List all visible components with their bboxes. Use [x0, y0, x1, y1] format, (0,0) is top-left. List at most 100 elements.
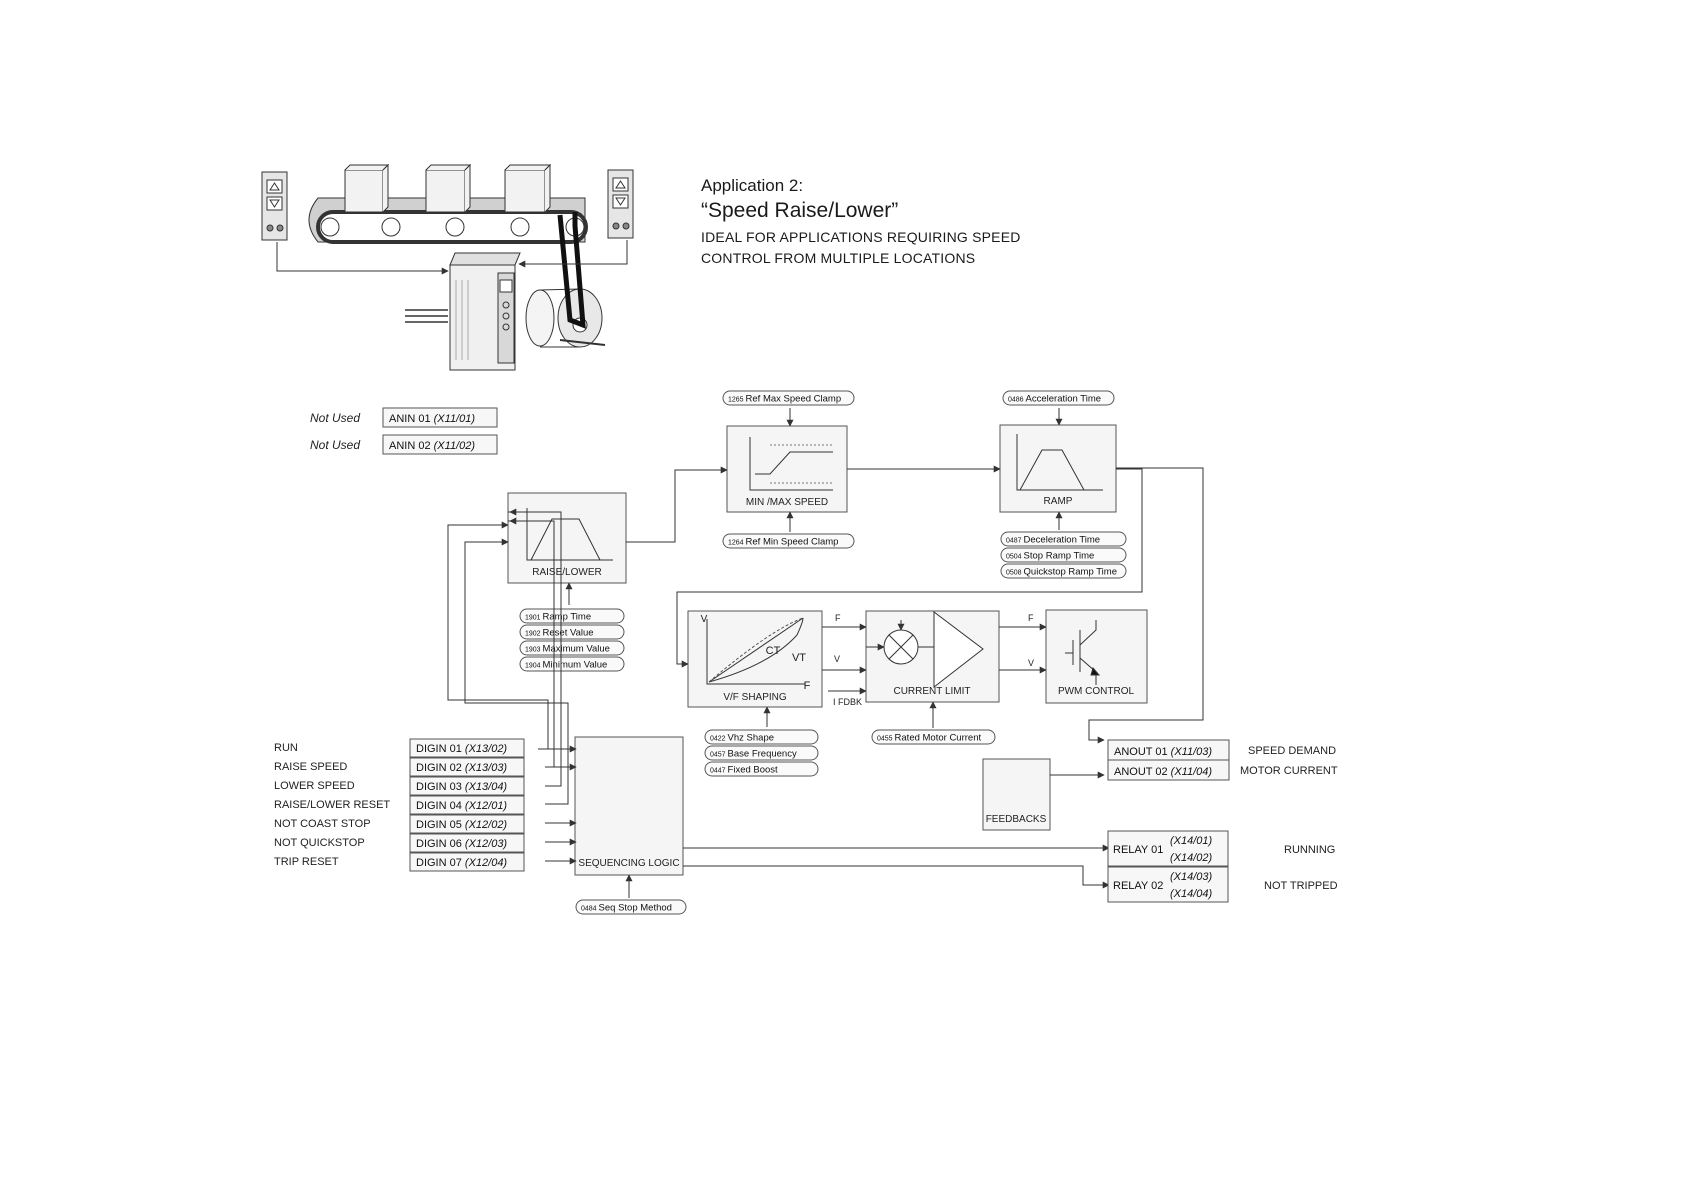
anout-1-terminal: (X11/03)	[1171, 746, 1213, 758]
svg-text:1901 Ramp Time: 1901 Ramp Time	[525, 612, 591, 623]
app-title: “Speed Raise/Lower”	[701, 199, 899, 222]
app-description-line-1: IDEAL FOR APPLICATIONS REQUIRING SPEED	[701, 229, 1021, 245]
param-raise-4-name: Minimum Value	[543, 660, 608, 671]
svg-text:0504 Stop Ramp Time: 0504 Stop Ramp Time	[1006, 551, 1094, 562]
param-vf-2-name: Base Frequency	[728, 749, 797, 760]
param-vf-1-name: Vhz Shape	[728, 733, 774, 744]
digin-label-1: RUN	[274, 742, 298, 754]
vf-ct-label: CT	[766, 645, 781, 657]
digin-5: DIGIN 05 (X12/02)	[409, 814, 525, 834]
param-acceleration-time: 0486 Acceleration Time	[1002, 390, 1115, 406]
digin-5-name: DIGIN 05	[416, 819, 465, 831]
raise-lower-label: RAISE/LOWER	[532, 567, 601, 578]
svg-text:DIGIN 07 (X12/04): DIGIN 07 (X12/04)	[416, 857, 507, 869]
anout-1: ANOUT 01 (X11/03)	[1107, 739, 1230, 761]
signal-v-1: V	[834, 654, 840, 664]
app-description-line-2: CONTROL FROM MULTIPLE LOCATIONS	[701, 250, 976, 266]
digin-2: DIGIN 02 (X13/03)	[409, 757, 525, 777]
relay-label-1: RUNNING	[1284, 844, 1335, 856]
digin-label-6: NOT QUICKSTOP	[274, 837, 365, 849]
app-number: Application 2:	[701, 176, 804, 195]
svg-text:0484 Seq Stop Method: 0484 Seq Stop Method	[581, 903, 672, 914]
param-raise-2-name: Reset Value	[543, 628, 594, 639]
digin-7-terminal: (X12/04)	[465, 857, 508, 869]
param-vf-1: 0422 Vhz Shape	[704, 729, 819, 745]
vf-vt-label: VT	[792, 652, 806, 664]
digin-label-5: NOT COAST STOP	[274, 818, 371, 830]
svg-text:1903 Maximum Value: 1903 Maximum Value	[525, 644, 610, 655]
anout-2-terminal: (X11/04)	[1171, 766, 1213, 778]
relay-1-name: RELAY 01	[1113, 844, 1163, 856]
pendant-station-right-icon	[607, 169, 634, 239]
svg-text:ANIN 01 (X11/01): ANIN 01 (X11/01)	[389, 413, 475, 425]
svg-text:1904 Minimum Value: 1904 Minimum Value	[525, 660, 607, 671]
param-ref-min-speed-clamp-number: 1264	[728, 540, 746, 547]
digin-3-terminal: (X13/04)	[465, 781, 508, 793]
signal-wiring	[447, 408, 1204, 898]
ramp-block	[999, 424, 1117, 513]
svg-text:0487 Deceleration Time: 0487 Deceleration Time	[1006, 535, 1100, 546]
param-acceleration-time-number: 0486	[1008, 397, 1026, 404]
svg-text:0486 Acceleration Time: 0486 Acceleration Time	[1008, 394, 1101, 405]
function-blocks	[507, 424, 1148, 876]
param-ref-max-speed-clamp-number: 1265	[728, 397, 746, 404]
param-raise-3-name: Maximum Value	[543, 644, 610, 655]
param-vf-2: 0457 Base Frequency	[704, 745, 819, 761]
param-ramp-3: 0508 Quickstop Ramp Time	[1000, 563, 1127, 579]
relay-2-terminal-1: (X14/03)	[1170, 871, 1213, 883]
digin-label-3: LOWER SPEED	[274, 780, 355, 792]
anin-status-1: Not Used	[310, 411, 360, 425]
signal-labels: F V I FDBK F V	[833, 613, 1034, 707]
param-raise-3-number: 1903	[525, 647, 543, 654]
vf-axis-v: V	[701, 614, 708, 625]
block-graphics-icons	[526, 434, 1103, 689]
svg-text:DIGIN 02 (X13/03): DIGIN 02 (X13/03)	[416, 762, 507, 774]
digin-4-name: DIGIN 04	[416, 800, 465, 812]
vf-shaping-label: V/F SHAPING	[723, 692, 787, 703]
signal-f-2: F	[1028, 613, 1034, 623]
param-raise-1-name: Ramp Time	[543, 612, 592, 623]
digin-1: DIGIN 01 (X13/02)	[409, 738, 525, 758]
digin-6-name: DIGIN 06	[416, 838, 465, 850]
svg-text:0455 Rated Motor Current: 0455 Rated Motor Current	[877, 733, 981, 744]
anout-2: ANOUT 02 (X11/04)	[1107, 759, 1230, 781]
relay-2-terminal-2: (X14/04)	[1170, 888, 1213, 900]
param-ramp-2: 0504 Stop Ramp Time	[1000, 547, 1127, 563]
anout-label-2: MOTOR CURRENT	[1240, 765, 1338, 777]
param-ramp-2-number: 0504	[1006, 554, 1024, 561]
anin-2-terminal: (X11/02)	[434, 440, 476, 452]
relay-2: RELAY 02(X14/03)(X14/04)	[1107, 866, 1229, 903]
signal-v-2: V	[1028, 658, 1034, 668]
digin-2-name: DIGIN 02	[416, 762, 465, 774]
svg-text:DIGIN 06 (X12/03): DIGIN 06 (X12/03)	[416, 838, 507, 850]
svg-text:1265 Ref Max Speed Clamp: 1265 Ref Max Speed Clamp	[728, 394, 841, 405]
ramp-label: RAMP	[1044, 496, 1073, 507]
minmax-speed-label: MIN /MAX SPEED	[746, 497, 828, 508]
param-ramp-1: 0487 Deceleration Time	[1000, 531, 1127, 547]
digin-3-name: DIGIN 03	[416, 781, 465, 793]
anin-2-name: ANIN 02	[389, 440, 434, 452]
param-vf-3-name: Fixed Boost	[728, 765, 779, 776]
block-labels: RAISE/LOWER MIN /MAX SPEED RAMP V/F SHAP…	[532, 496, 1134, 869]
svg-text:0457 Base Frequency: 0457 Base Frequency	[710, 749, 797, 760]
vf-axis-f: F	[804, 680, 811, 692]
param-raise-4: 1904 Minimum Value	[519, 656, 625, 672]
relay-label-2: NOT TRIPPED	[1264, 880, 1338, 892]
svg-text:DIGIN 05 (X12/02): DIGIN 05 (X12/02)	[416, 819, 507, 831]
svg-text:ANOUT 01 (X11/03): ANOUT 01 (X11/03)	[1114, 746, 1212, 758]
param-ref-max-speed-clamp-name: Ref Max Speed Clamp	[746, 394, 842, 405]
svg-text:0422 Vhz Shape: 0422 Vhz Shape	[710, 733, 774, 744]
param-vf-1-number: 0422	[710, 736, 728, 743]
param-seq-stop-method-name: Seq Stop Method	[599, 903, 672, 914]
anin-1-terminal: (X11/01)	[434, 413, 476, 425]
pwm-control-label: PWM CONTROL	[1058, 686, 1135, 697]
digin-label-7: TRIP RESET	[274, 856, 339, 868]
digin-2-terminal: (X13/03)	[465, 762, 508, 774]
digin-5-terminal: (X12/02)	[465, 819, 508, 831]
pendant-station-left-icon	[261, 171, 288, 241]
